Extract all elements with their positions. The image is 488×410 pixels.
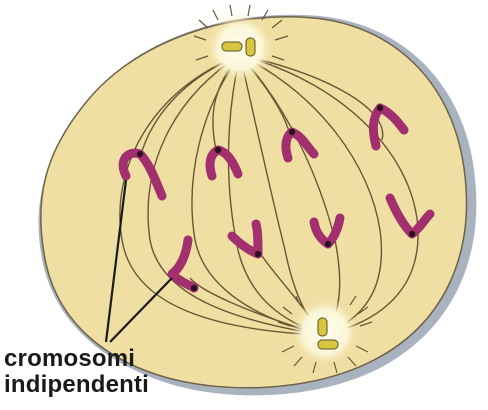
centriole-icon — [318, 318, 327, 336]
centriole-icon — [246, 38, 255, 56]
chromosome-label: cromosomi indipendenti — [4, 346, 149, 398]
centriole-icon — [222, 42, 242, 51]
centriole-icon — [318, 340, 338, 349]
label-line-1: cromosomi — [4, 346, 149, 372]
label-line-2: indipendenti — [4, 372, 149, 398]
